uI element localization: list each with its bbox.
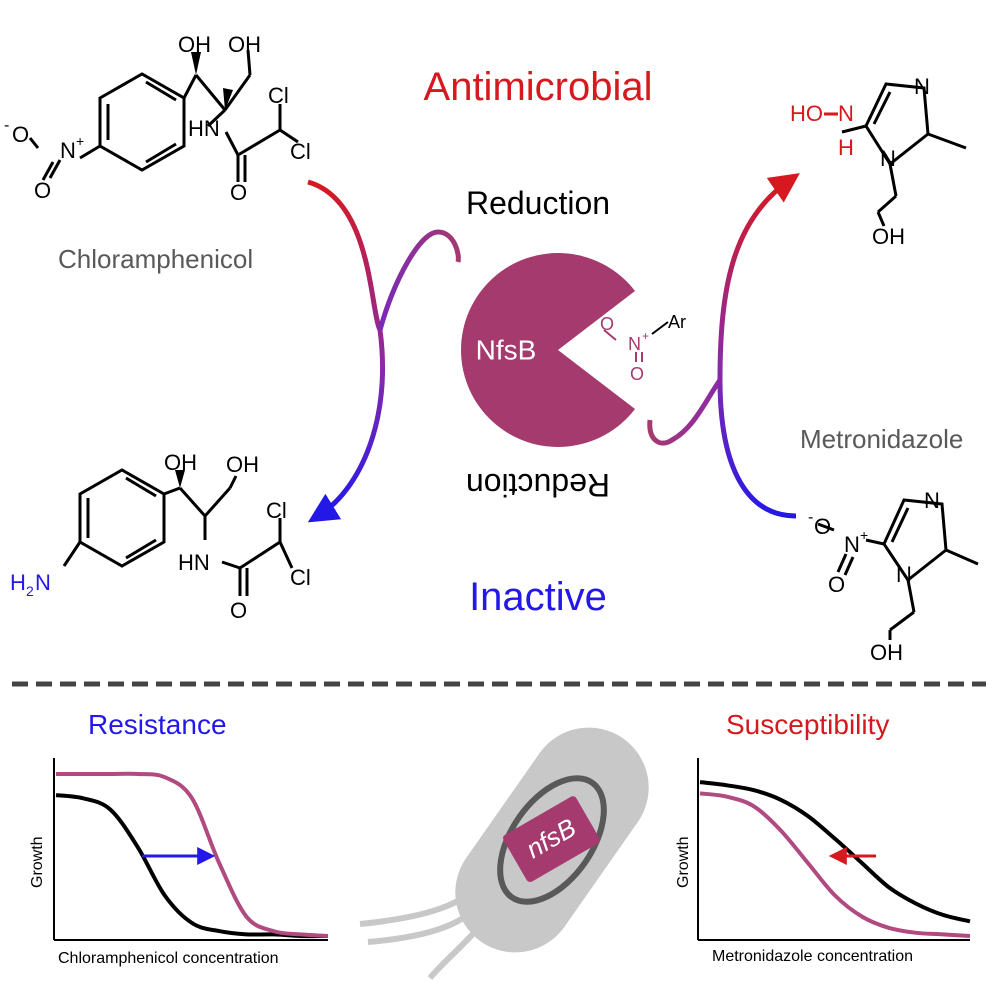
atom-oh: OH bbox=[870, 640, 903, 665]
atom-hn: HN bbox=[188, 116, 220, 141]
x-axis-label: Chloramphenicol concentration bbox=[58, 950, 279, 967]
substrate-n-charge: + bbox=[642, 329, 649, 343]
atom-cl: Cl bbox=[268, 83, 289, 108]
curve-nfsb bbox=[55, 771, 329, 938]
susceptibility-title: Susceptibility bbox=[726, 709, 889, 740]
y-axis-label: Growth bbox=[29, 836, 46, 888]
chloramphenicol-reduction-arrow bbox=[307, 179, 386, 523]
hydroxylamine-structure bbox=[841, 82, 967, 227]
reduction-label-bottom: Reduction bbox=[466, 467, 610, 503]
amine-h: H bbox=[10, 570, 26, 595]
hydroxylamine-ho: HO bbox=[790, 101, 823, 126]
atom-n-charge: + bbox=[76, 133, 84, 149]
hydroxylamine-n: N bbox=[838, 101, 854, 126]
nfsb-label: NfsB bbox=[476, 334, 537, 365]
atom-o: O bbox=[828, 572, 845, 597]
reduction-label-top: Reduction bbox=[466, 185, 610, 221]
resistance-title: Resistance bbox=[88, 709, 227, 740]
atom-n: N bbox=[896, 562, 912, 587]
amine-subscript: 2 bbox=[26, 583, 34, 599]
nfsb-enzyme bbox=[461, 253, 635, 447]
nfsb-gene-box bbox=[503, 796, 600, 883]
atom-hn: HN bbox=[178, 550, 210, 575]
chloramphenicol-structure bbox=[28, 49, 299, 182]
atom-n: N bbox=[924, 488, 940, 513]
chiral-wedge bbox=[175, 470, 185, 488]
resistance-plot: Chloramphenicol concentration Growth bbox=[29, 758, 329, 967]
chloramphenicol-label: Chloramphenicol bbox=[58, 244, 253, 274]
inactive-label: Inactive bbox=[469, 575, 607, 619]
atom-o: O bbox=[230, 180, 247, 205]
enzyme-arc-left bbox=[377, 229, 461, 331]
atom-oh: OH bbox=[226, 452, 259, 477]
substrate-o: O bbox=[600, 314, 614, 334]
plasmid bbox=[497, 775, 607, 905]
curve-wild-type bbox=[55, 793, 329, 939]
nitroaryl-substrate bbox=[603, 321, 669, 362]
metronidazole-label: Metronidazole bbox=[800, 424, 963, 454]
curve-wild-type bbox=[699, 780, 971, 924]
substrate-n: N bbox=[628, 334, 641, 354]
susceptibility-plot: Metronidazole concentration Growth bbox=[675, 758, 971, 965]
atom-oh: OH bbox=[178, 32, 211, 57]
atom-cl: Cl bbox=[290, 565, 311, 590]
atom-n: N bbox=[844, 532, 860, 557]
atom-oh: OH bbox=[872, 224, 905, 249]
y-axis-label: Growth bbox=[675, 836, 692, 888]
metronidazole-activation-arrow bbox=[717, 173, 800, 519]
atom-o: O bbox=[814, 514, 831, 539]
atom-cl: Cl bbox=[266, 498, 287, 523]
atom-o-charge: - bbox=[808, 509, 813, 526]
substrate-o2: O bbox=[630, 364, 644, 384]
x-axis-label: Metronidazole concentration bbox=[712, 948, 913, 965]
substrate-ar: Ar bbox=[668, 312, 686, 332]
atom-o: O bbox=[12, 122, 29, 147]
atom-oh: OH bbox=[164, 450, 197, 475]
atom-n-charge: + bbox=[860, 527, 868, 543]
atom-o: O bbox=[34, 178, 51, 203]
atom-n: N bbox=[60, 138, 76, 163]
antimicrobial-label: Antimicrobial bbox=[424, 65, 653, 109]
atom-cl: Cl bbox=[290, 139, 311, 164]
amine-n: N bbox=[35, 570, 51, 595]
chiral-wedge bbox=[191, 52, 201, 75]
atom-o-charge: - bbox=[4, 117, 9, 134]
hydroxylamine-h: H bbox=[838, 135, 854, 160]
metronidazole-structure bbox=[817, 498, 979, 640]
substrate-o-charge: - bbox=[594, 309, 599, 325]
amine-product-structure bbox=[62, 468, 294, 596]
chiral-wedge bbox=[223, 88, 233, 110]
enzyme-arc-right bbox=[647, 378, 723, 446]
atom-o: O bbox=[230, 598, 247, 623]
atom-n: N bbox=[914, 74, 930, 99]
atom-n: N bbox=[880, 146, 896, 171]
bacterium: nfsB bbox=[359, 727, 649, 980]
curve-nfsb bbox=[699, 791, 971, 938]
atom-oh: OH bbox=[228, 32, 261, 57]
